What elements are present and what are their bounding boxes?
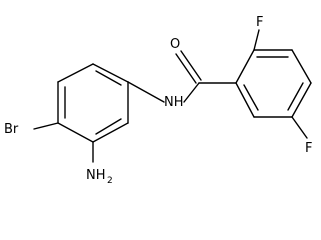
ring-b-bond-3 (291, 49, 312, 84)
f-top-bond (253, 29, 260, 51)
amine-label: NH (86, 168, 106, 183)
ring-b-bond-1 (235, 49, 255, 84)
ring-a-double-2 (95, 118, 122, 135)
nh-carbonyl-bond (183, 82, 200, 103)
nh-label: NH (164, 95, 184, 110)
ring-a-bond-6 (57, 63, 94, 83)
oxygen-label: O (170, 37, 180, 52)
fluorine-top-label: F (256, 15, 263, 30)
ring-b-double-2 (287, 82, 304, 111)
ring-a-bond-4 (57, 122, 94, 143)
molecule-drawing: Br NH O F F NH 2 (4, 15, 312, 186)
carbonyl-double-bond-1 (175, 53, 197, 84)
fluorine-bottom-label: F (305, 141, 312, 156)
ring-b-bond-6 (235, 82, 255, 118)
ring-a-bond-3 (92, 122, 129, 143)
ring-a-double-1 (95, 70, 122, 86)
bromoaniline-ring (57, 63, 129, 143)
bromine-label: Br (4, 122, 19, 137)
amine-subscript: 2 (107, 176, 113, 186)
br-bond (33, 122, 59, 130)
ring-b-bond-4 (291, 82, 312, 118)
nh-ring-bond (127, 81, 165, 103)
difluorophenyl-ring (235, 49, 312, 118)
f-bottom-bond (291, 116, 308, 139)
ring-a-bond-1 (92, 63, 129, 83)
carbonyl-double-bond-2 (180, 50, 202, 81)
ring-b-double-3 (243, 84, 259, 111)
